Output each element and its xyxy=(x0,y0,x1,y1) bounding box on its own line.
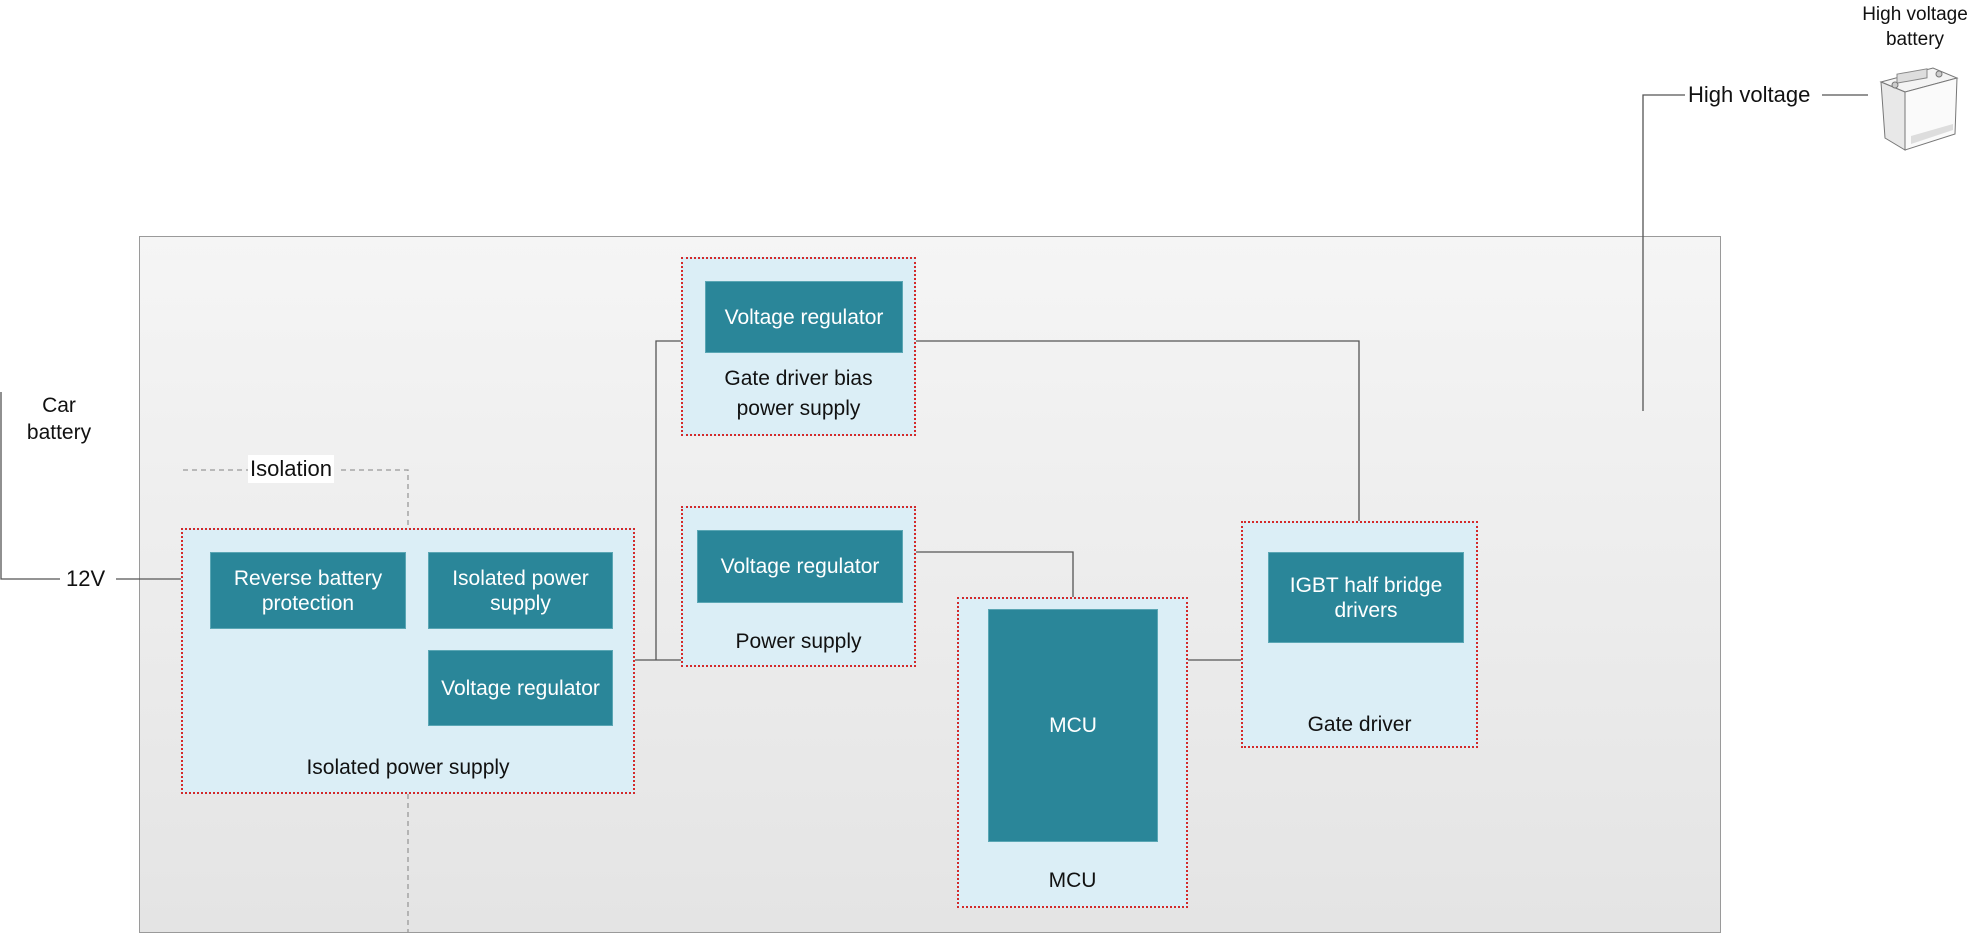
block-isolated-power-supply: Isolated power supply xyxy=(428,552,613,629)
bias-to-gate-driver-wire xyxy=(901,340,1360,556)
block-mcu: MCU xyxy=(988,609,1158,842)
iso-to-power-wire xyxy=(635,340,681,661)
group-isolated-power-supply: Reverse battery protection Isolated powe… xyxy=(181,528,635,794)
group-label: Power supply xyxy=(735,630,862,653)
group-power-supply: Voltage regulator Power supply xyxy=(681,506,916,667)
car-battery-icon xyxy=(1879,67,1959,151)
car-battery-label: Car battery xyxy=(26,394,92,444)
block-reverse-battery-protection: Reverse battery protection xyxy=(210,552,406,629)
high-voltage-wire xyxy=(1642,94,1868,411)
group-label: Isolated power supply xyxy=(306,756,510,779)
voltage-12v-label: 12V xyxy=(66,565,106,593)
group-gate-driver-bias-power-supply: Voltage regulator Gate driver bias power… xyxy=(681,257,916,436)
block-voltage-regulator: Voltage regulator xyxy=(428,650,613,726)
group-mcu: MCU MCU xyxy=(957,597,1188,908)
car-battery-wire xyxy=(0,392,181,580)
isolation-label: Isolation xyxy=(248,455,334,483)
block-voltage-regulator: Voltage regulator xyxy=(705,281,903,353)
group-label: Gate driver xyxy=(1307,713,1412,736)
power-to-mcu-wire xyxy=(916,551,1074,597)
group-label: MCU xyxy=(1048,869,1097,892)
group-label: Gate driver bias power supply xyxy=(724,367,873,420)
group-gate-driver: IGBT half bridge drivers Gate driver xyxy=(1241,521,1478,748)
block-igbt-half-bridge-drivers: IGBT half bridge drivers xyxy=(1268,552,1464,643)
block-voltage-regulator: Voltage regulator xyxy=(697,530,903,603)
high-voltage-label: High voltage xyxy=(1688,81,1811,109)
isolation-barrier-top xyxy=(183,469,409,528)
high-voltage-battery-label: High voltage battery xyxy=(1862,4,1968,50)
